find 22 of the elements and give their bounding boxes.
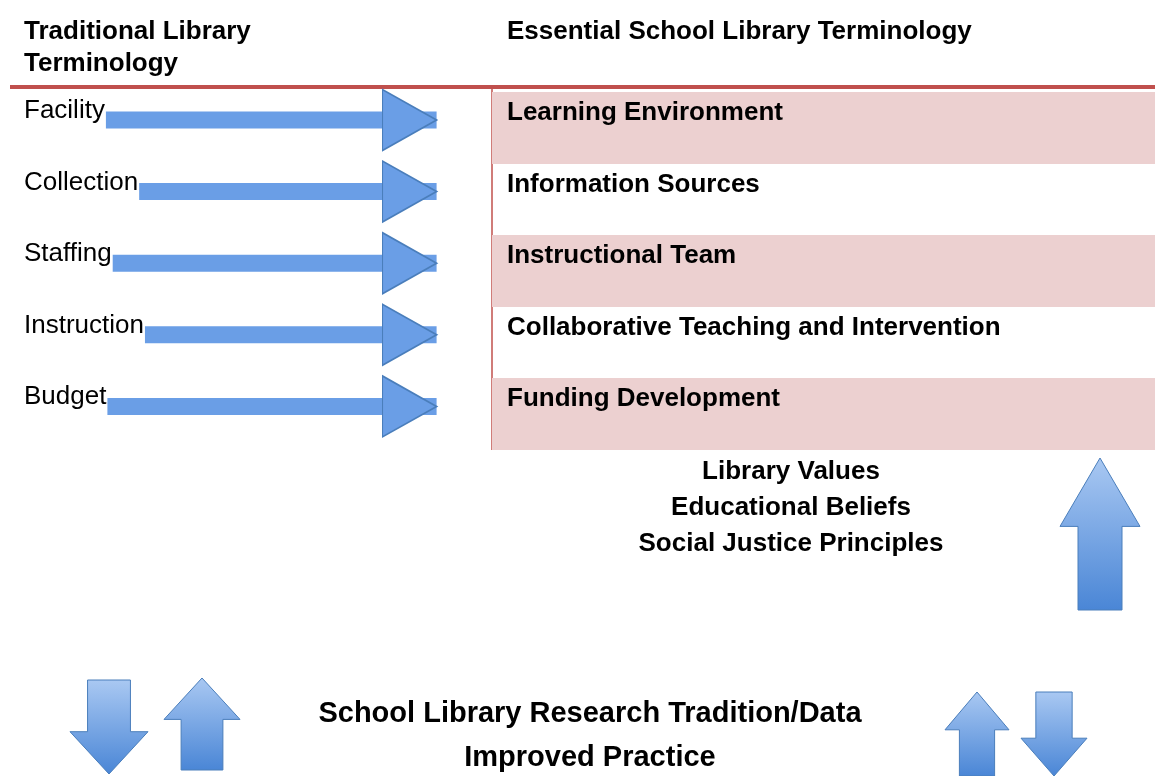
- footer-text: School Library Research Tradition/Data: [317, 695, 863, 730]
- term-text: Collection: [24, 163, 139, 204]
- term-row: Instructional Team: [492, 235, 1155, 307]
- arrow: [112, 231, 438, 295]
- term-row: Learning Environment: [492, 92, 1155, 164]
- column-heading: Traditional Library Terminology: [24, 14, 252, 78]
- arrow: [107, 374, 438, 438]
- arrow: [105, 88, 438, 152]
- value-text: Social Justice Principles: [637, 526, 945, 559]
- term-text: Facility: [24, 92, 105, 132]
- term-row: Collaborative Teaching and Intervention: [492, 306, 1155, 379]
- value-text: Educational Beliefs: [670, 490, 912, 523]
- term-text: Instruction: [24, 306, 144, 347]
- arrow: [144, 303, 438, 367]
- term-row: Information Sources: [492, 163, 1155, 236]
- column-heading: Essential School Library Terminology: [507, 14, 973, 46]
- footer-text: Improved Practice: [463, 739, 717, 774]
- term-text: Budget: [24, 378, 107, 419]
- value-text: Library Values: [701, 454, 881, 487]
- term-row: Funding Development: [492, 378, 1155, 450]
- term-text: Staffing: [24, 235, 112, 276]
- arrow: [139, 160, 438, 224]
